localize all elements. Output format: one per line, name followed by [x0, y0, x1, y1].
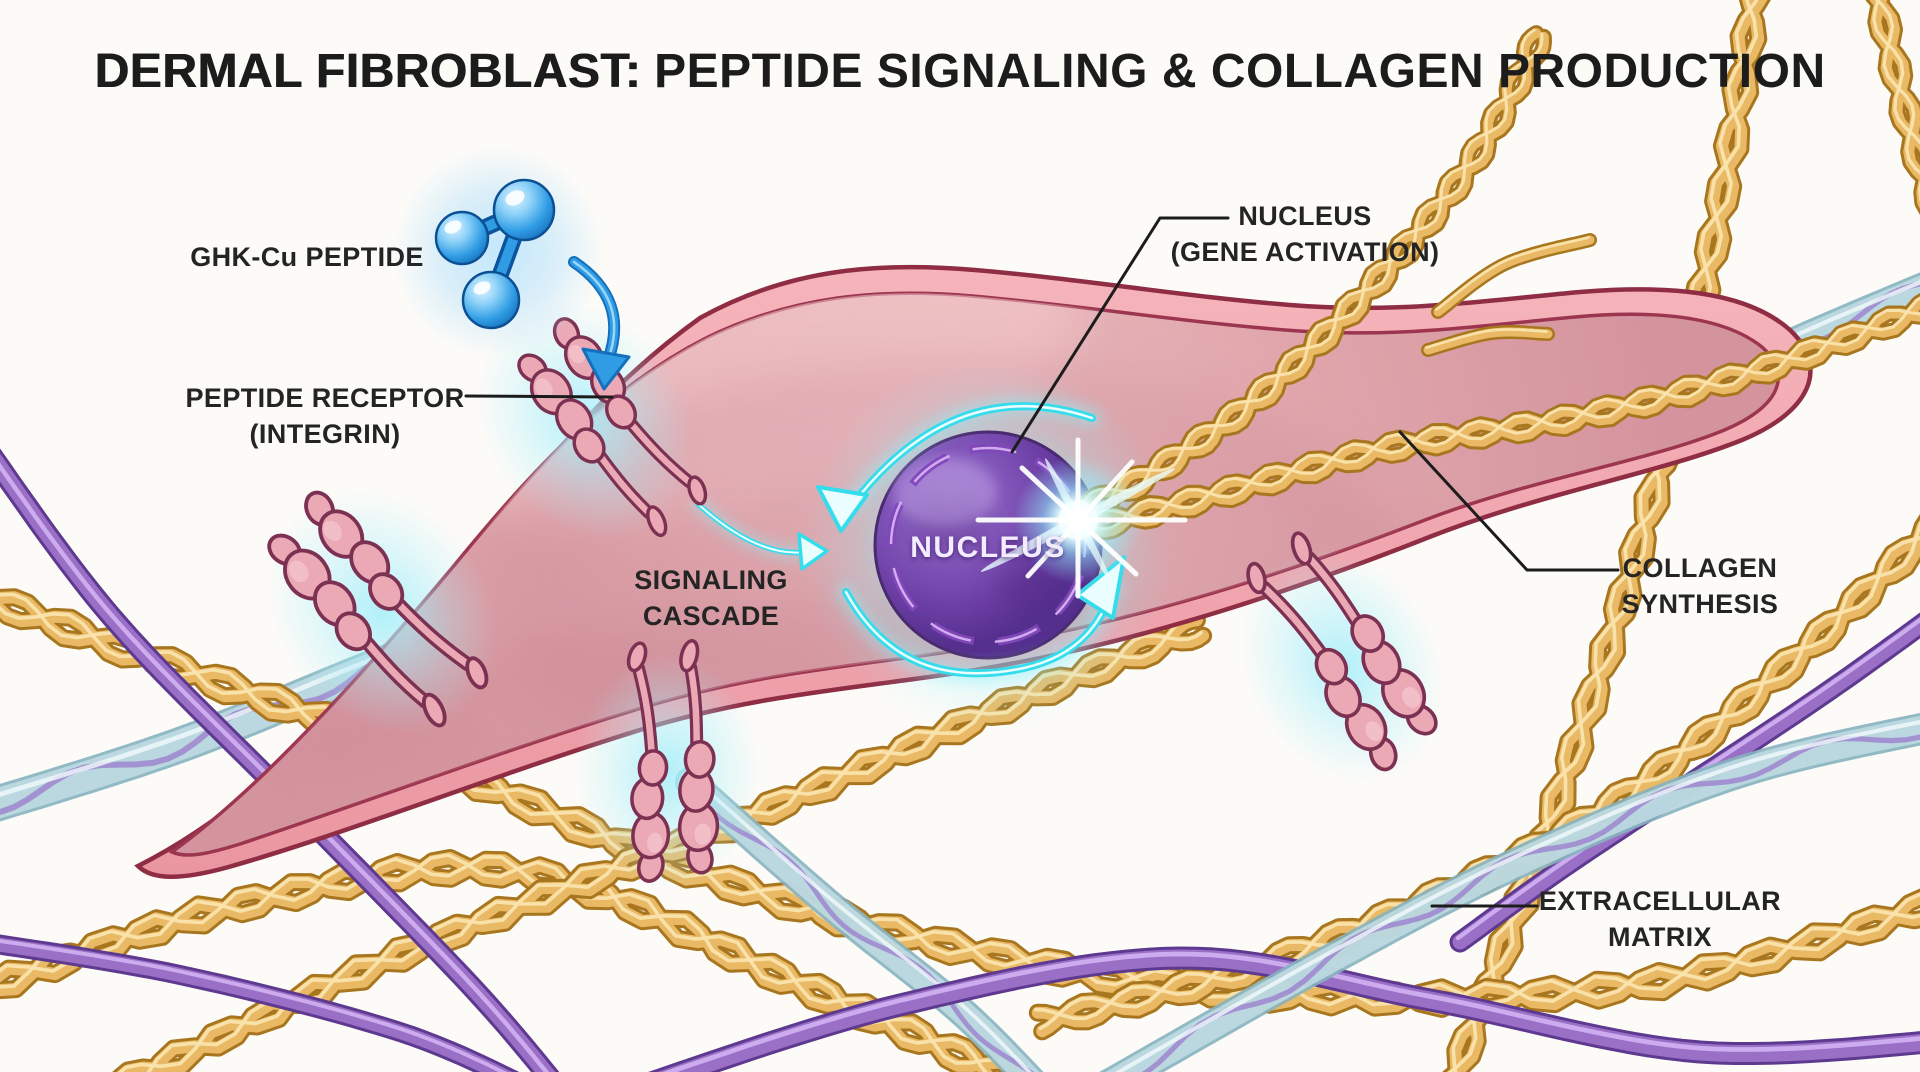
- collagen-strand-highlight: [1425, 328, 1548, 349]
- collagen-fiber: [1449, 0, 1768, 1072]
- extracellular-matrix-label: EXTRACELLULAR MATRIX: [1510, 884, 1810, 955]
- cycle-arrowhead: [816, 485, 869, 533]
- label-line: NUCLEUS: [1238, 201, 1372, 231]
- label-line: NUCLEUS: [910, 531, 1066, 564]
- elastin-highlight: [688, 773, 1032, 1072]
- signaling-arrow: [697, 503, 807, 554]
- signaling-arrowhead: [797, 532, 829, 571]
- label-line: COLLAGEN: [1622, 553, 1778, 583]
- title-primary: DERMAL FIBROBLAST:: [94, 45, 642, 98]
- label-line: (GENE ACTIVATION): [1170, 236, 1440, 267]
- collagen-strand: [1433, 235, 1595, 317]
- ghk-cu-peptide-label: GHK-Cu PEPTIDE: [167, 240, 447, 276]
- collagen-synthesis-label: COLLAGEN SYNTHESIS: [1560, 551, 1840, 622]
- collagen-fiber-highlight: [1078, 28, 1536, 511]
- receptor-glow: [576, 654, 760, 890]
- nucleus-inner-text: NUCLEUS: [866, 528, 1110, 568]
- elastin-highlight: [1114, 719, 1920, 1072]
- signaling-cascade-label: SIGNALING CASCADE: [571, 563, 851, 634]
- title-secondary: PEPTIDE SIGNALING & COLLAGEN PRODUCTION: [654, 45, 1826, 98]
- starburst-flare: [975, 437, 1188, 599]
- label-line: (INTEGRIN): [249, 418, 401, 449]
- peptide-entry-arrow: [568, 256, 631, 391]
- label-line: GHK-Cu PEPTIDE: [190, 242, 424, 272]
- peptide-atom: [492, 178, 556, 242]
- entry-arrowhead: [581, 347, 631, 391]
- integrin-receptors: [221, 261, 1484, 890]
- collagen-fiber-highlight: [1078, 32, 1544, 512]
- label-line: SYNTHESIS: [1621, 588, 1779, 619]
- nucleus-label: NUCLEUS (GENE ACTIVATION): [1140, 199, 1470, 270]
- receptor-glow: [267, 490, 497, 734]
- collagen-fiber-highlight: [1034, 521, 1920, 1021]
- label-line: SIGNALING: [634, 565, 788, 595]
- peptide-atom: [461, 270, 521, 330]
- collagen-strand: [1423, 327, 1553, 355]
- peptide-receptor-label: PEPTIDE RECEPTOR (INTEGRIN): [165, 381, 485, 452]
- diagram-title: DERMAL FIBROBLAST:PEPTIDE SIGNALING & CO…: [0, 44, 1920, 99]
- collagen-fiber-highlight: [1872, 0, 1920, 202]
- label-line: PEPTIDE RECEPTOR: [185, 383, 465, 413]
- collagen-strand-highlight: [1435, 236, 1590, 311]
- ghk-cu-molecule: [393, 147, 603, 357]
- nucleus-cycle-arrows: [691, 396, 1126, 684]
- elastic-fiber-highlight: [0, 938, 508, 1072]
- collagen-fiber: [1077, 31, 1549, 518]
- nucleus-highlight: [893, 458, 997, 526]
- elastic-fiber: [0, 937, 513, 1072]
- nucleus-connector-line: [1010, 216, 1230, 454]
- label-line: EXTRACELLULAR: [1538, 886, 1782, 916]
- connector-lines: [464, 216, 1620, 908]
- collagen-fiber-highlight: [1874, 0, 1920, 175]
- collagen-connector-line: [1398, 430, 1620, 572]
- collagen-fiber-highlight: [1084, 296, 1920, 527]
- label-line: CASCADE: [642, 600, 780, 631]
- label-line: MATRIX: [1608, 921, 1712, 952]
- nucleolus: [996, 564, 1064, 616]
- collagen-fiber-highlight: [1084, 309, 1920, 531]
- receptor-connector-line: [464, 394, 614, 399]
